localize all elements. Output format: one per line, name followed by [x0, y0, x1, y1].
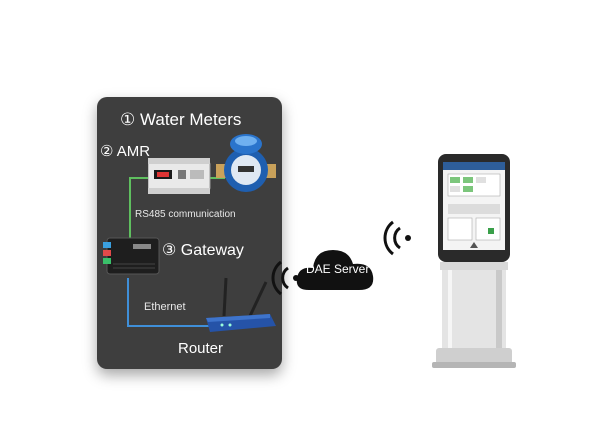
gateway-device-icon — [103, 237, 160, 275]
router-device-icon — [206, 277, 276, 332]
water-meter-icon — [216, 134, 276, 192]
gateway-label: ③ Gateway — [162, 242, 244, 259]
kiosk-terminal-icon — [432, 154, 516, 368]
amr-label: ② AMR — [100, 143, 151, 160]
cloud-server-icon — [296, 250, 374, 290]
server-label: DAE Server — [306, 262, 370, 276]
water-meters-label: ① Water Meters — [120, 110, 242, 129]
router-label: Router — [178, 340, 224, 357]
amr-device-icon — [148, 158, 211, 194]
wifi-signal-icon — [383, 220, 411, 256]
rs485-label: RS485 communication — [135, 209, 236, 220]
ethernet-line — [127, 278, 210, 327]
ethernet-label: Ethernet — [144, 301, 186, 313]
